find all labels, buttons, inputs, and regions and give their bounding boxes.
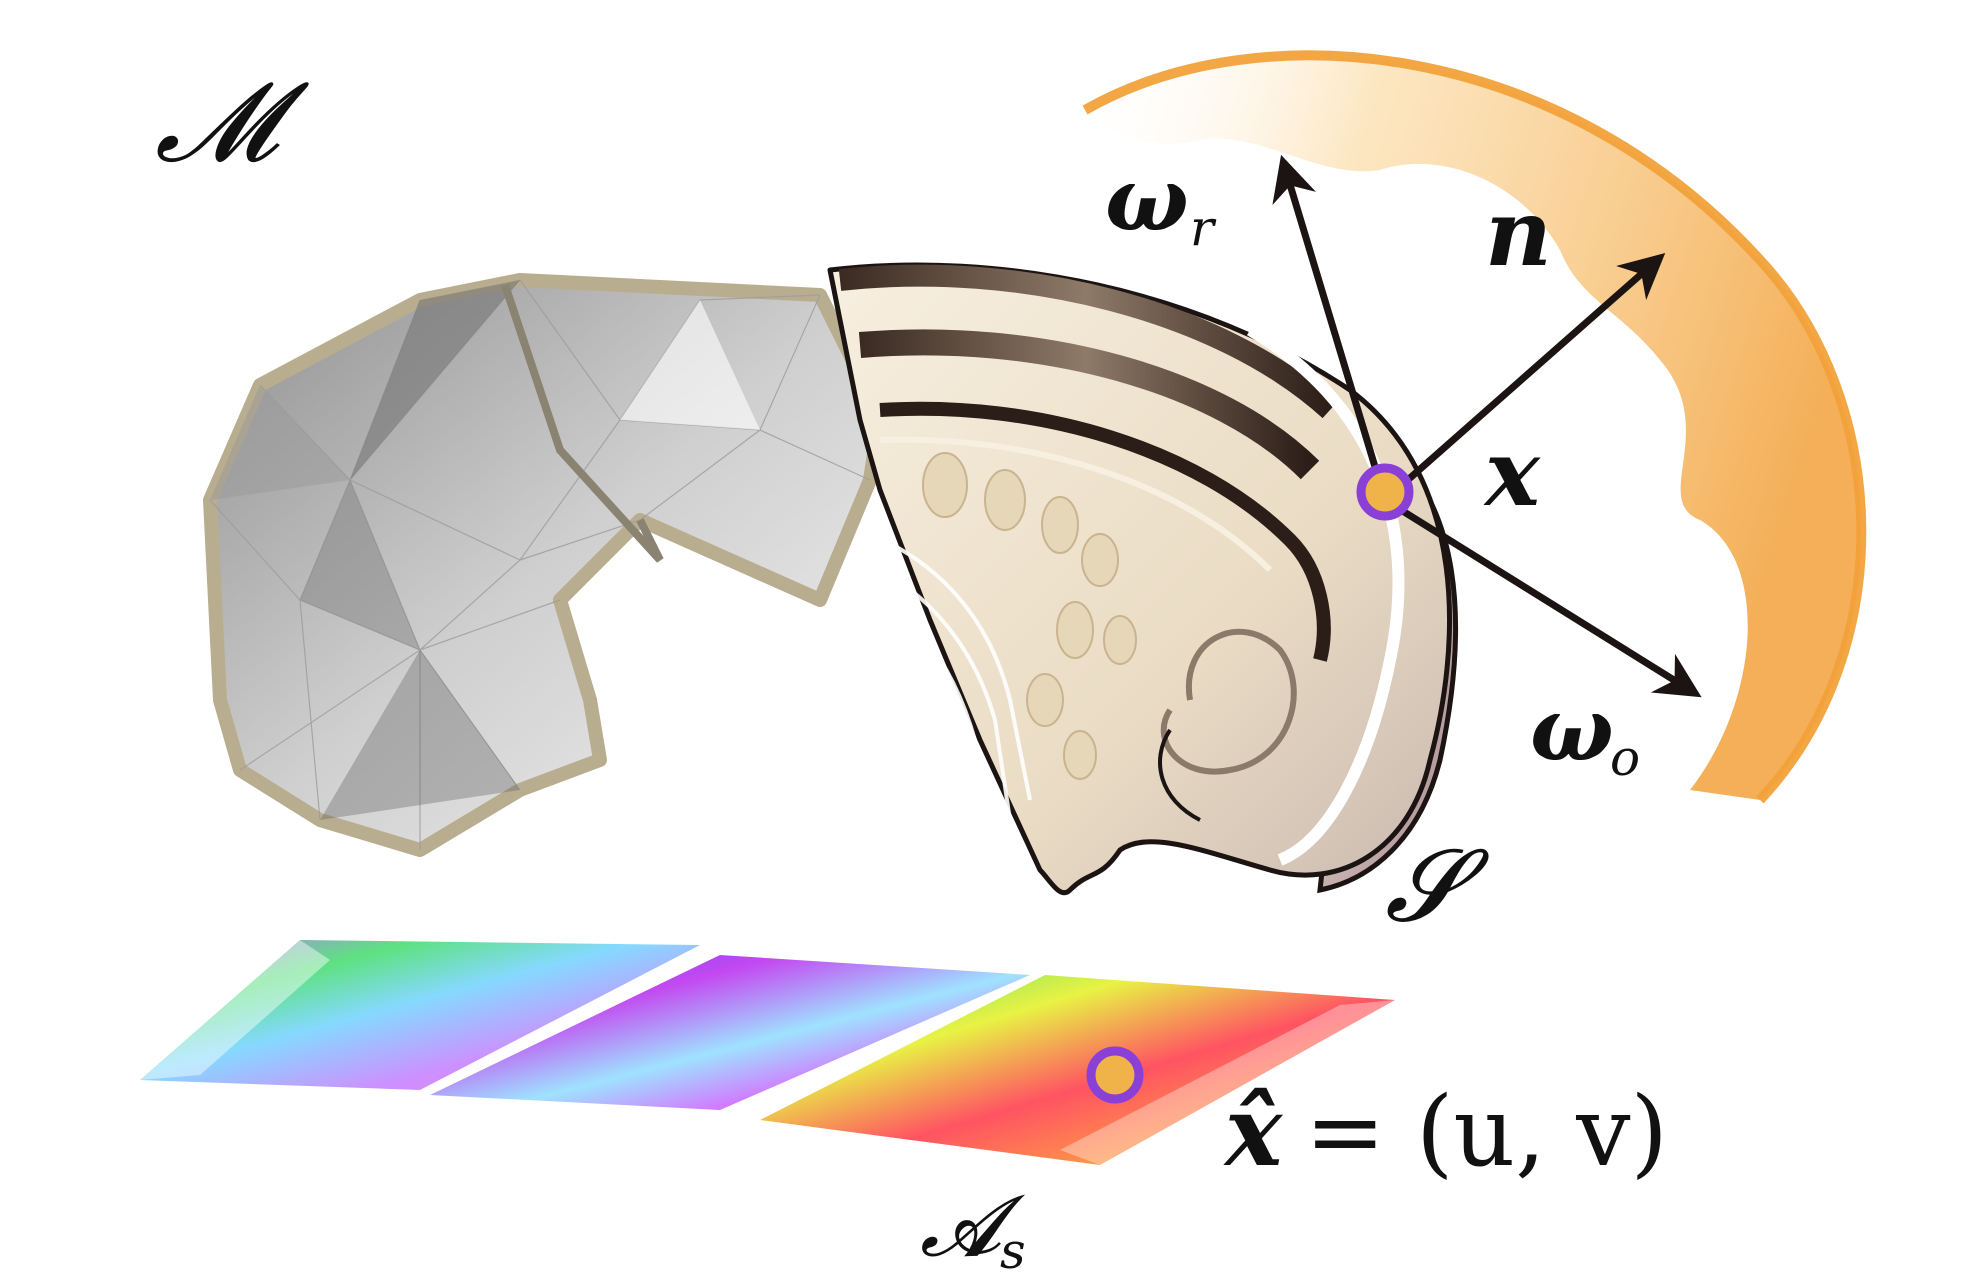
direction-vectors xyxy=(1272,154,1702,698)
omega-r-label: ω r xyxy=(1105,147,1217,257)
surface-label: 𝓢 xyxy=(1385,827,1490,944)
surface-shell xyxy=(827,262,1459,895)
mesh-label: 𝓜 xyxy=(155,58,310,186)
atlas-charts xyxy=(140,940,1395,1165)
svg-text:s: s xyxy=(1000,1222,1026,1280)
omega-o-label: ω o xyxy=(1530,677,1640,787)
svg-text:ω: ω xyxy=(1105,147,1189,251)
atlas-chart-3 xyxy=(760,975,1395,1165)
atlas-chart-2 xyxy=(430,955,1030,1110)
svg-text:o: o xyxy=(1610,729,1640,787)
normal-arrow xyxy=(1382,252,1666,503)
omega-o-arrow xyxy=(1383,497,1702,698)
uv-equation: x̂ = (u, v) xyxy=(1223,1075,1668,1188)
svg-text:= (u, v): = (u, v) xyxy=(1305,1076,1668,1188)
atlas-label: 𝓐 s xyxy=(920,1177,1026,1280)
omega-r-arrow xyxy=(1272,154,1389,502)
uv-point-icon xyxy=(1086,1046,1144,1104)
point-label: x xyxy=(1483,419,1541,527)
svg-text:x̂: x̂ xyxy=(1223,1075,1284,1188)
svg-text:ω: ω xyxy=(1530,677,1614,781)
atlas-chart-1 xyxy=(140,940,700,1090)
triangle-mesh xyxy=(203,273,887,857)
hemisphere xyxy=(1082,50,1867,804)
normal-label: n xyxy=(1485,179,1552,287)
svg-text:r: r xyxy=(1190,199,1217,257)
sample-point-icon xyxy=(1356,463,1414,521)
